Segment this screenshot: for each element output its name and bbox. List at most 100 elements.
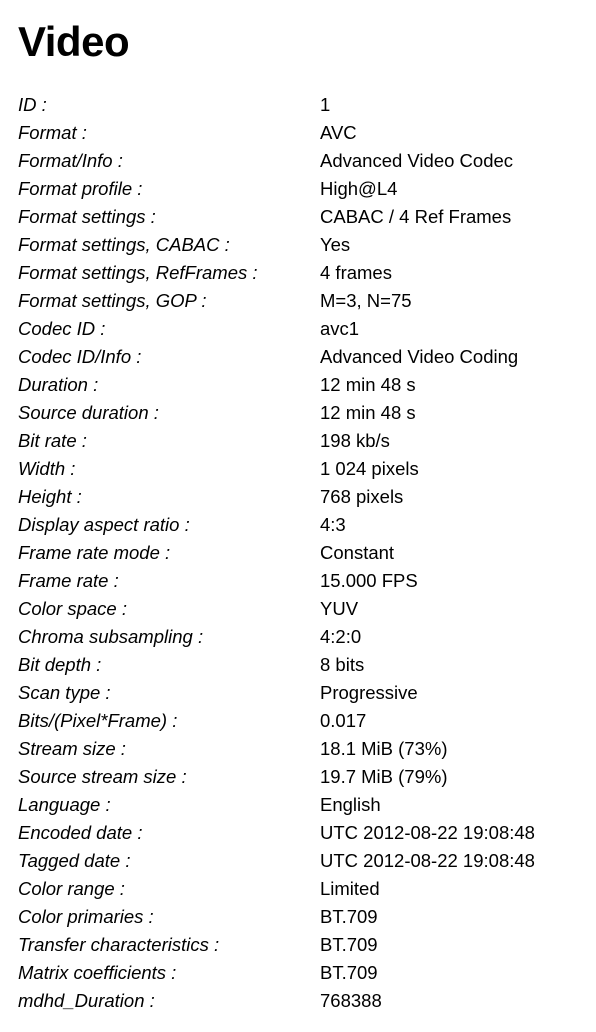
property-label: Color primaries :	[18, 906, 154, 927]
property-label: Width :	[18, 458, 76, 479]
property-value: BT.709	[320, 934, 378, 955]
property-row: Source duration : 12 min 48 s	[18, 399, 588, 427]
property-row: Color space : YUV	[18, 595, 588, 623]
property-label: Bits/(Pixel*Frame) :	[18, 710, 178, 731]
property-row: Format settings, RefFrames : 4 frames	[18, 259, 588, 287]
property-value: UTC 2012-08-22 19:08:48	[320, 850, 535, 871]
property-label: Source stream size :	[18, 766, 187, 787]
property-value: Advanced Video Codec	[320, 150, 514, 171]
property-value: 768388	[320, 990, 382, 1011]
property-row: Language : English	[18, 791, 588, 819]
property-row: Format settings, CABAC : Yes	[18, 231, 588, 259]
property-label: Scan type :	[18, 682, 111, 703]
property-value: Yes	[320, 234, 351, 255]
property-value: Constant	[320, 542, 395, 563]
property-row: Stream size : 18.1 MiB (73%)	[18, 735, 588, 763]
property-value: High@L4	[320, 178, 398, 199]
property-label: Height :	[18, 486, 82, 507]
property-row: Frame rate : 15.000 FPS	[18, 567, 588, 595]
property-value: 18.1 MiB (73%)	[320, 738, 448, 759]
property-row: Format : AVC	[18, 119, 588, 147]
property-row: Chroma subsampling : 4:2:0	[18, 623, 588, 651]
property-label: Format/Info :	[18, 150, 123, 171]
property-label: Source duration :	[18, 402, 159, 423]
property-row: Format settings, GOP : M=3, N=75	[18, 287, 588, 315]
property-value: 12 min 48 s	[320, 402, 416, 423]
property-label: Stream size :	[18, 738, 126, 759]
property-value: 768 pixels	[320, 486, 404, 507]
property-label: Transfer characteristics :	[18, 934, 220, 955]
property-value: 4:3	[320, 514, 346, 535]
property-label: Bit depth :	[18, 654, 102, 675]
property-value: 15.000 FPS	[320, 570, 418, 591]
property-label: Display aspect ratio :	[18, 514, 190, 535]
property-row: Bit depth : 8 bits	[18, 651, 588, 679]
property-label: Duration :	[18, 374, 99, 395]
property-label: Chroma subsampling :	[18, 626, 204, 647]
property-row: Frame rate mode : Constant	[18, 539, 588, 567]
property-row: mdhd_Duration : 768388	[18, 987, 588, 1015]
section-title: Video	[18, 18, 130, 65]
property-row: Tagged date : UTC 2012-08-22 19:08:48	[18, 847, 588, 875]
property-value: avc1	[320, 318, 360, 339]
property-row: Width : 1 024 pixels	[18, 455, 588, 483]
property-value: M=3, N=75	[320, 290, 412, 311]
property-label: Bit rate :	[18, 430, 87, 451]
property-label: Frame rate :	[18, 570, 119, 591]
property-label: Encoded date :	[18, 822, 143, 843]
property-label: Format :	[18, 122, 87, 143]
property-label: Tagged date :	[18, 850, 131, 871]
property-row: Scan type : Progressive	[18, 679, 588, 707]
property-row: Duration : 12 min 48 s	[18, 371, 588, 399]
property-value: 1 024 pixels	[320, 458, 419, 479]
property-value: 4:2:0	[320, 626, 362, 647]
property-value: AVC	[320, 122, 357, 143]
property-value: YUV	[320, 598, 359, 619]
property-row: Bits/(Pixel*Frame) : 0.017	[18, 707, 588, 735]
property-label: Format settings :	[18, 206, 156, 227]
property-value: UTC 2012-08-22 19:08:48	[320, 822, 535, 843]
property-value: 4 frames	[320, 262, 392, 283]
property-row: Color range : Limited	[18, 875, 588, 903]
property-value: Advanced Video Coding	[320, 346, 519, 367]
property-label: Format settings, CABAC :	[18, 234, 230, 255]
property-label: Format settings, RefFrames :	[18, 262, 258, 283]
property-label: Language :	[18, 794, 111, 815]
property-row: Codec ID/Info : Advanced Video Coding	[18, 343, 588, 371]
property-row: Codec ID :avc1	[18, 315, 588, 343]
property-value: BT.709	[320, 906, 378, 927]
property-value: 0.017	[320, 710, 367, 731]
property-label: Frame rate mode :	[18, 542, 171, 563]
property-value: 19.7 MiB (79%)	[320, 766, 448, 787]
property-row: Format profile : High@L4	[18, 175, 588, 203]
property-value: Limited	[320, 878, 380, 899]
property-row: Color primaries : BT.709	[18, 903, 588, 931]
property-value: 198 kb/s	[320, 430, 390, 451]
property-label: Color space :	[18, 598, 127, 619]
property-label: Color range :	[18, 878, 125, 899]
property-value: English	[320, 794, 381, 815]
property-value: CABAC / 4 Ref Frames	[320, 206, 512, 227]
property-row: Height : 768 pixels	[18, 483, 588, 511]
property-row: Transfer characteristics : BT.709	[18, 931, 588, 959]
property-row: Matrix coefficients :BT.709	[18, 959, 588, 987]
property-value: Progressive	[320, 682, 418, 703]
property-label: ID :	[18, 94, 47, 115]
property-row: Format/Info : Advanced Video Codec	[18, 147, 588, 175]
property-row: Source stream size : 19.7 MiB (79%)	[18, 763, 588, 791]
property-label: Codec ID/Info :	[18, 346, 142, 367]
property-value: 12 min 48 s	[320, 374, 416, 395]
property-value: 8 bits	[320, 654, 365, 675]
property-row: Format settings : CABAC / 4 Ref Frames	[18, 203, 588, 231]
property-row: Display aspect ratio : 4:3	[18, 511, 588, 539]
property-label: Format settings, GOP :	[18, 290, 207, 311]
property-row: ID : 1	[18, 91, 588, 119]
property-value: 1	[320, 94, 331, 115]
property-value: BT.709	[320, 962, 378, 983]
property-row: Encoded date : UTC 2012-08-22 19:08:48	[18, 819, 588, 847]
property-label: mdhd_Duration :	[18, 990, 155, 1011]
property-row: Bit rate : 198 kb/s	[18, 427, 588, 455]
property-label: Format profile :	[18, 178, 143, 199]
